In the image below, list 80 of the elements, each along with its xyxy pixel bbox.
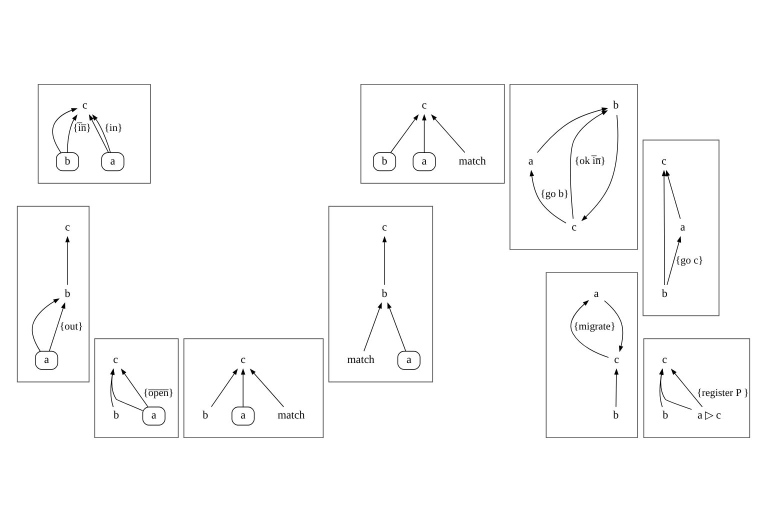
node-text: c (661, 155, 666, 168)
node-text: match (347, 354, 374, 366)
arrow (250, 368, 284, 408)
node-text: a (594, 288, 599, 300)
arrow (614, 368, 619, 408)
arrow (666, 236, 682, 286)
arrow (387, 302, 406, 352)
cluster (328, 206, 434, 382)
arrow (120, 368, 148, 408)
node-box: a (35, 350, 58, 370)
node-text: b (613, 410, 619, 422)
node-text: c (113, 354, 118, 366)
node-text: a (528, 155, 534, 168)
arrow (364, 302, 382, 352)
node-text: b (202, 410, 208, 422)
cluster (94, 338, 179, 438)
arrow (666, 170, 681, 220)
node-box: b (373, 152, 396, 172)
node-text: match (458, 155, 486, 168)
node-text: b (382, 288, 388, 300)
node-text: c (662, 354, 668, 366)
cluster (183, 338, 324, 438)
arrow (65, 236, 70, 286)
node-box: a (232, 406, 255, 426)
edge-label: {migrate} (574, 322, 616, 333)
arrow (662, 170, 666, 286)
node-text: c (614, 354, 620, 366)
arrow (211, 368, 238, 408)
arrow (66, 114, 78, 153)
node-text: c (422, 100, 427, 112)
node-text: c (572, 222, 577, 234)
node-text: a (680, 222, 686, 234)
node-text: b (64, 288, 70, 300)
arrow (390, 114, 419, 153)
edge-label: {go b} (540, 189, 569, 200)
arrow (88, 114, 109, 153)
arrow (670, 368, 703, 408)
node-text: match (278, 410, 305, 422)
cluster (360, 84, 505, 184)
cluster (643, 338, 750, 438)
node-text: b (113, 410, 120, 422)
node-box: a (397, 350, 420, 370)
node-box: a (142, 406, 166, 426)
edge-label: {register P } (696, 388, 749, 399)
arrow (422, 114, 426, 153)
arrow (431, 114, 466, 153)
arrow (52, 108, 78, 153)
arrow (570, 300, 609, 358)
arrow (570, 110, 608, 220)
node-box: b (56, 152, 79, 172)
node-text: c (65, 222, 70, 234)
node-text: c (82, 100, 88, 112)
node-box: a (101, 152, 124, 172)
cluster (16, 206, 90, 382)
cluster (510, 84, 638, 250)
node-text: b (613, 100, 619, 112)
node-box: a (412, 152, 436, 172)
arrow (581, 114, 618, 222)
edge-label: {in} (104, 123, 123, 134)
arrow (92, 114, 111, 153)
arrow (32, 298, 60, 352)
node-text: c (240, 354, 246, 366)
edge-label: {go c} (676, 255, 704, 266)
edge-label: {i̅n̅} (73, 123, 92, 134)
edge-label: {o̅p̅e̅n̅} (143, 388, 174, 399)
node-text: b (662, 288, 668, 300)
arrow (48, 302, 66, 352)
arrow (604, 300, 624, 352)
node-text: a ▷ c (698, 410, 721, 422)
cluster (642, 140, 720, 316)
node-text: c (382, 222, 388, 234)
cluster (38, 84, 151, 184)
node-text: b (662, 410, 668, 422)
edge-label: {out} (60, 322, 84, 333)
arrow (530, 170, 566, 224)
arrow (382, 236, 387, 286)
edge-label: {ok i̅n̅} (574, 156, 606, 168)
arrow (240, 368, 246, 408)
arrow (537, 108, 608, 153)
cluster (546, 272, 638, 438)
